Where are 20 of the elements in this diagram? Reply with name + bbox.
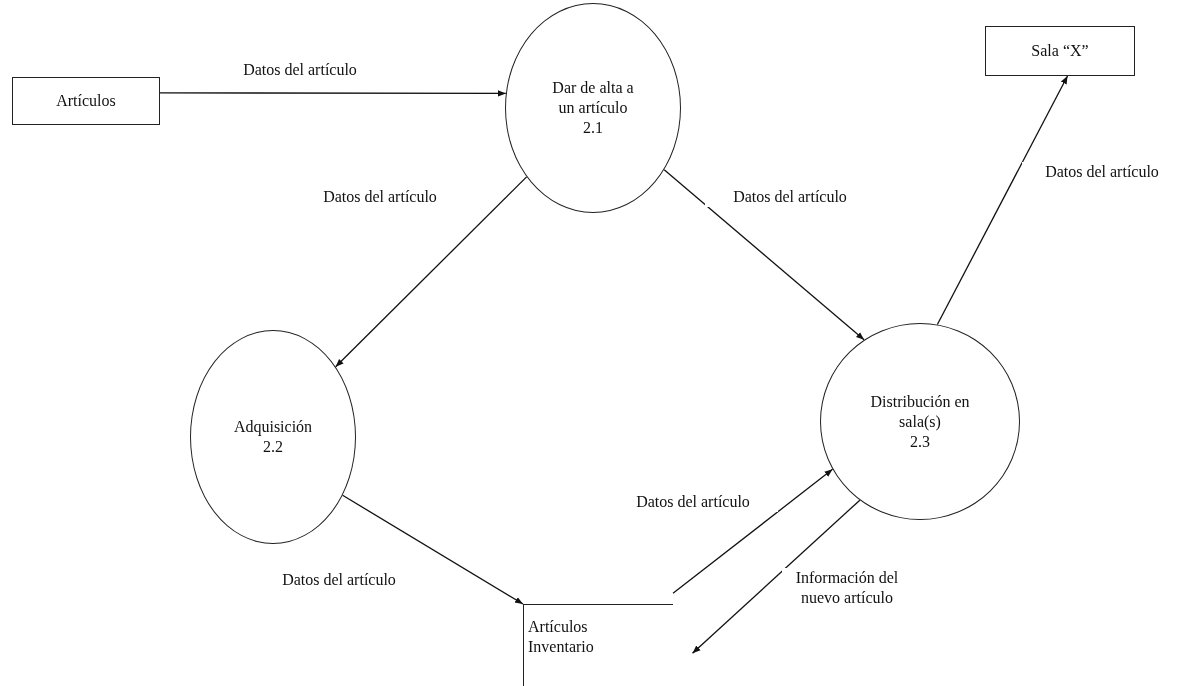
node-text: Dar de alta a un artículo <box>551 78 635 118</box>
node-text: 2.2 <box>263 437 283 457</box>
node-text: 2.3 <box>910 431 930 452</box>
arrow <box>691 499 861 654</box>
arrow <box>159 90 507 97</box>
entity-box <box>12 77 160 125</box>
arrow <box>672 468 834 594</box>
node-text: Artículos Inventario <box>528 617 595 657</box>
node-text: 2.1 <box>583 118 603 138</box>
process-circle <box>820 323 1020 520</box>
data-store <box>523 604 673 686</box>
arrow <box>663 169 865 341</box>
node-text: Artículos <box>56 91 116 111</box>
node-text: Sala “X” <box>1031 41 1089 61</box>
node-text: Distribución en sala(s) <box>870 391 970 432</box>
arrow <box>936 75 1069 326</box>
arrow <box>335 176 528 368</box>
entity-box <box>985 26 1135 76</box>
node-text: Adquisición <box>233 417 313 437</box>
arrow <box>341 494 524 605</box>
